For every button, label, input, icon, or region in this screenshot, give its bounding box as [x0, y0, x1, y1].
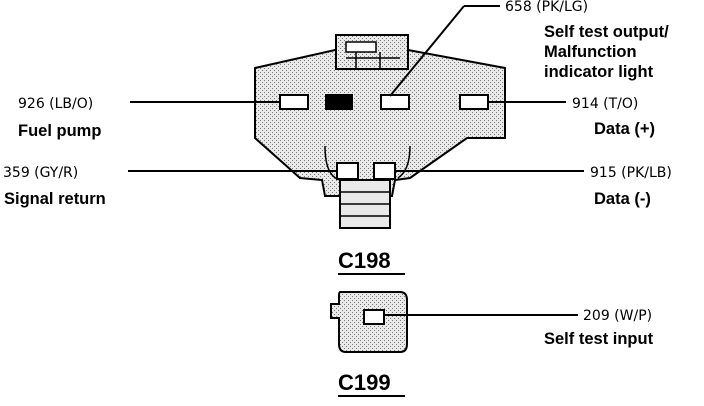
pin-359-description: Signal return — [4, 190, 106, 208]
c198-pin-359 — [336, 162, 359, 180]
connector-c199 — [330, 291, 408, 353]
pin-658-description-line-3: indicator light — [544, 63, 654, 81]
c198-leaders — [128, 5, 584, 172]
pin-926-circuit: 926 (LB/O) — [18, 96, 93, 112]
c198-ribs — [339, 179, 391, 229]
pin-914-description: Data (+) — [594, 120, 655, 138]
c199-pin-209 — [363, 309, 385, 325]
pin-658-description-line-2: Malfunction — [544, 43, 637, 61]
c198-latch — [335, 34, 409, 70]
pin-926-description: Fuel pump — [18, 122, 101, 140]
pin-658-description-line-1: Self test output/ — [544, 23, 669, 41]
c198-pin-915 — [373, 162, 396, 180]
pin-914-circuit: 914 (T/O) — [572, 96, 638, 112]
c198-pin-926 — [279, 94, 309, 110]
pin-209-circuit: 209 (W/P) — [583, 308, 652, 324]
leader-658 — [389, 5, 465, 97]
c198-pin-914 — [459, 94, 489, 110]
c199-title: C199 — [338, 370, 391, 395]
pin-658-circuit: 658 (PK/LG) — [505, 0, 588, 15]
pin-915-circuit: 915 (PK/LB) — [590, 165, 672, 181]
pin-915-description: Data (-) — [594, 190, 651, 208]
c198-pin-658 — [380, 94, 410, 110]
c198-labels: 658 (PK/LG) Self test output/ Malfunctio… — [3, 0, 672, 208]
connector-c198 — [254, 34, 506, 229]
c198-pin-blank — [325, 94, 353, 110]
pin-209-description: Self test input — [544, 330, 654, 348]
c198-title: C198 — [338, 248, 391, 273]
pin-359-circuit: 359 (GY/R) — [3, 165, 78, 181]
